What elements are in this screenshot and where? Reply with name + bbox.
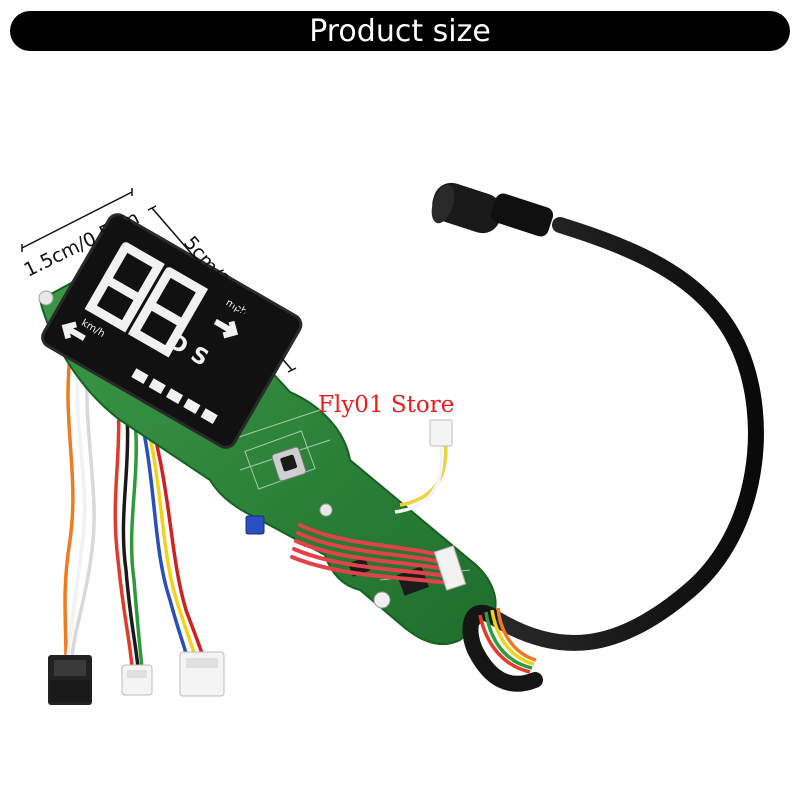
connector-white-yellow	[429, 419, 453, 447]
ribbon-cable-red	[290, 523, 450, 585]
store-watermark: Fly01 Store	[318, 392, 455, 418]
cable-entry-wires	[478, 607, 537, 674]
black-cable	[482, 217, 764, 651]
led-display: km/h mph D S	[41, 213, 303, 449]
title-banner: Product size	[10, 11, 790, 51]
banner-title: Product size	[309, 13, 491, 49]
blue-potentiometer	[245, 515, 265, 535]
connector-white-small	[121, 664, 153, 696]
waterproof-connector	[431, 182, 554, 237]
dimension-lines	[21, 188, 297, 373]
ribbon-connector	[433, 545, 467, 591]
